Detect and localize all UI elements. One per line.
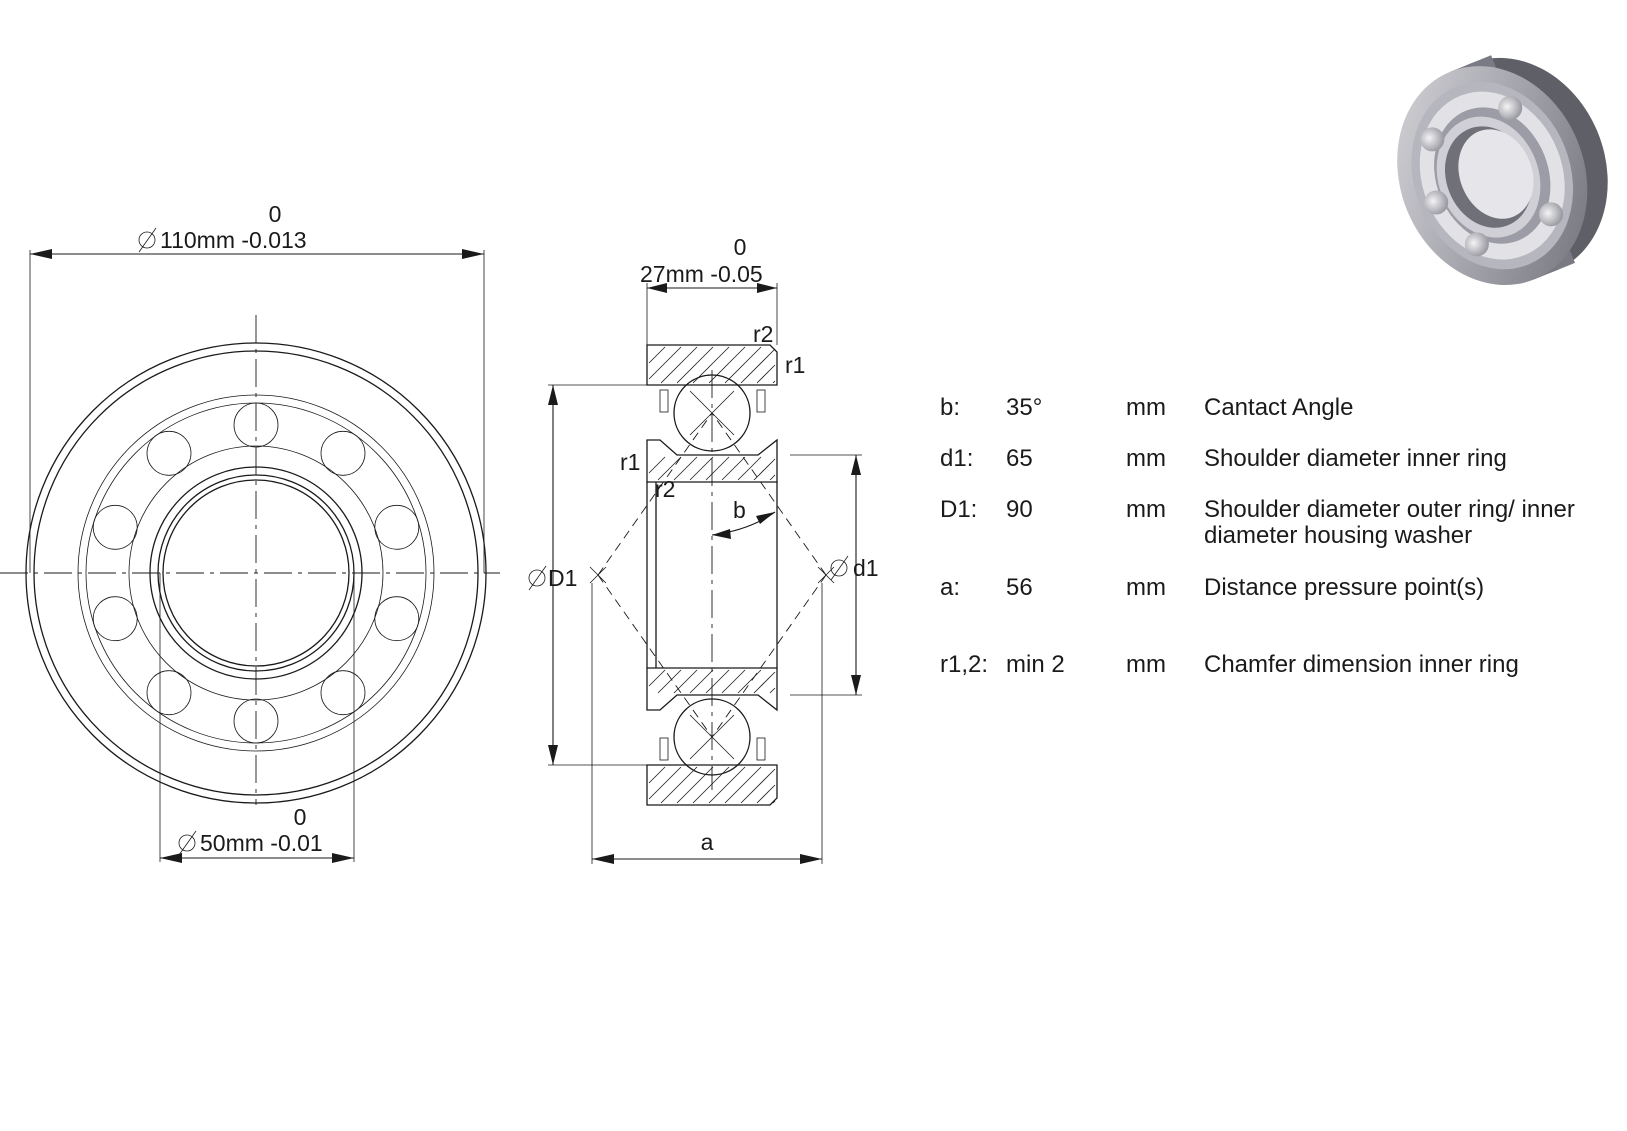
hatch-line <box>660 346 698 384</box>
spec-key: D1: <box>940 496 978 523</box>
hatch-line <box>689 456 714 481</box>
spec-value: min 2 <box>1006 651 1065 678</box>
r2-label-inner: r2 <box>655 476 675 502</box>
spec-key: a: <box>940 574 961 601</box>
hatch-line <box>648 669 666 687</box>
front-view-balls <box>92 402 420 744</box>
outer-diameter-label: 110mm -0.013 <box>160 227 307 253</box>
hatch-line <box>737 669 762 694</box>
spec-description: Shoulder diameter outer ring/ inner diam… <box>1204 496 1575 549</box>
spec-unit: mm <box>1126 394 1166 421</box>
bore-diameter-dimension: 0 50mm -0.01 <box>159 573 355 863</box>
hatch-bot-inner <box>648 669 776 694</box>
width-dimension: 0 27mm -0.05 <box>640 234 778 345</box>
spec-description: Chamfer dimension inner ring <box>1204 651 1519 678</box>
hatch-line <box>648 346 682 380</box>
spec-value: 65 <box>1006 445 1033 472</box>
hatch-line <box>769 474 776 481</box>
spec-key: d1: <box>940 445 974 472</box>
hatch-line <box>676 346 714 384</box>
contact-angle-dimension: b <box>711 497 776 539</box>
hatch-line <box>772 800 776 804</box>
bore-diameter-upper: 0 <box>294 804 307 830</box>
hatch-line <box>724 346 762 384</box>
hatch-line <box>676 766 714 804</box>
spec-key: r1,2: <box>940 651 989 678</box>
front-view <box>0 315 500 805</box>
hatch-line <box>657 669 682 694</box>
hatch-line <box>660 766 698 804</box>
hatch-line <box>673 456 698 481</box>
a-dimension: a <box>591 583 823 864</box>
hatch-line <box>705 456 730 481</box>
hatch-line <box>648 456 666 474</box>
diameter-symbol-icon <box>178 830 197 856</box>
front-ball <box>320 430 366 476</box>
width-upper: 0 <box>734 234 747 260</box>
front-ball <box>146 430 192 476</box>
hatch-line <box>737 456 762 481</box>
diameter-symbol-icon <box>138 227 157 253</box>
spec-unit: mm <box>1126 445 1166 472</box>
hatch-line <box>756 784 776 804</box>
front-ball <box>374 596 420 642</box>
d1-dimension: d1 <box>790 454 879 696</box>
hatch-line <box>756 364 776 384</box>
hatch-line <box>740 348 776 384</box>
spec-value: 35° <box>1006 394 1043 421</box>
section-view <box>589 344 835 806</box>
spec-value: 90 <box>1006 496 1033 523</box>
outer-diameter-dimension: 0 110mm -0.013 <box>29 201 485 573</box>
front-ball <box>233 698 279 744</box>
hatch-line <box>753 671 776 694</box>
hatch-line <box>648 766 682 800</box>
spec-unit: mm <box>1126 651 1166 678</box>
r1-label-inner: r1 <box>620 449 640 475</box>
front-ball <box>92 504 138 550</box>
pressure-point-left <box>589 566 607 584</box>
hatch-line <box>648 766 666 784</box>
diameter-symbol-icon <box>830 555 849 581</box>
hatch-line <box>740 768 776 804</box>
hatch-line <box>657 456 682 481</box>
D1-label: D1 <box>548 565 577 591</box>
hatch-line <box>772 380 776 384</box>
spec-value: 56 <box>1006 574 1033 601</box>
hatch-line <box>769 687 776 694</box>
hatch-line <box>708 766 746 804</box>
bearing-3d-render <box>1397 55 1608 285</box>
hatch-line <box>705 669 730 694</box>
spec-description: Shoulder diameter inner ring <box>1204 445 1507 472</box>
hatch-line <box>689 669 714 694</box>
front-ball <box>146 670 192 716</box>
hatch-line <box>648 346 666 364</box>
front-ball <box>374 504 420 550</box>
r2-label-top: r2 <box>753 321 773 347</box>
front-ball <box>320 670 366 716</box>
r1-label-top: r1 <box>785 352 805 378</box>
hatch-line <box>721 669 746 694</box>
hatch-line <box>721 456 746 481</box>
a-label: a <box>701 829 714 855</box>
width-label: 27mm -0.05 <box>640 261 763 287</box>
b-label: b <box>733 497 746 523</box>
spec-unit: mm <box>1126 574 1166 601</box>
spec-description: Distance pressure point(s) <box>1204 574 1485 601</box>
d1-label: d1 <box>853 555 879 581</box>
diameter-symbol-icon <box>528 565 547 591</box>
bore-diameter-label: 50mm -0.01 <box>200 830 323 856</box>
outer-diameter-upper: 0 <box>269 201 282 227</box>
hatch-line <box>708 346 746 384</box>
hatch-line <box>724 766 762 804</box>
spec-description: Cantact Angle <box>1204 394 1354 421</box>
spec-unit: mm <box>1126 496 1166 523</box>
hatch-line <box>753 458 776 481</box>
front-ball <box>92 596 138 642</box>
D1-dimension: D1 <box>528 384 647 766</box>
hatch-top-inner <box>648 456 776 481</box>
spec-key: b: <box>940 394 961 421</box>
pressure-point-right <box>817 566 835 584</box>
